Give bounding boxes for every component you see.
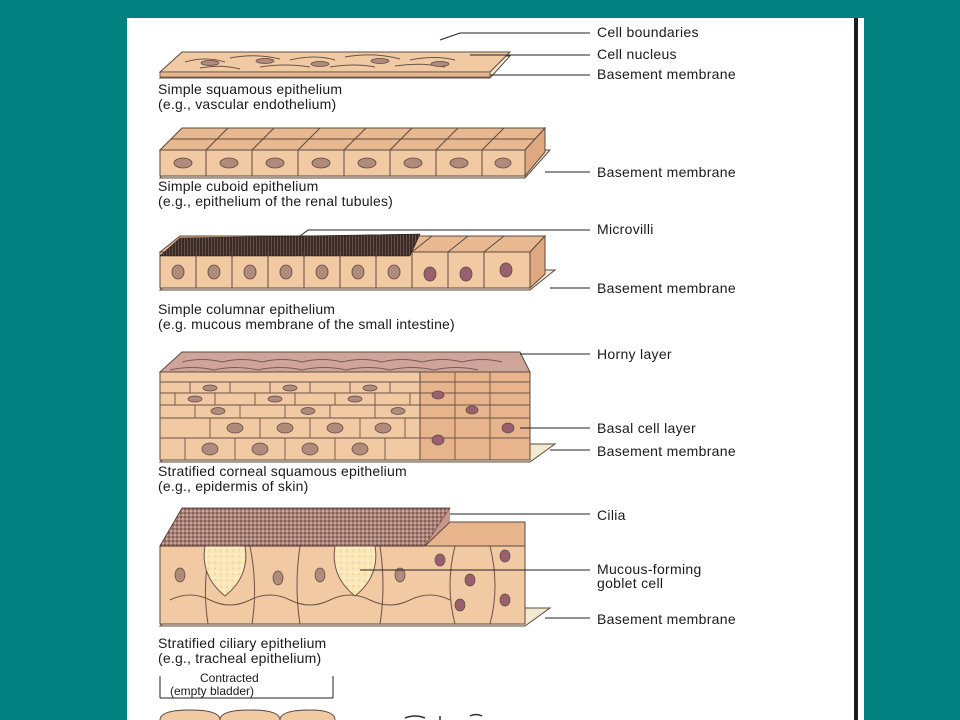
ciliary-illustration <box>158 507 552 627</box>
squamous-caption: Simple squamous epithelium (e.g., vascul… <box>158 82 342 112</box>
transitional-illustration <box>159 676 483 720</box>
stratified-caption: Stratified corneal squamous epithelium (… <box>158 464 407 494</box>
label-microvilli: Microvilli <box>597 221 654 237</box>
ciliary-title: Stratified ciliary epithelium <box>158 635 327 651</box>
squamous-illustration <box>158 51 512 79</box>
label-basement-membrane-1: Basement membrane <box>597 66 736 82</box>
ciliary-leader-lines <box>360 513 590 619</box>
label-goblet-cell: goblet cell <box>597 575 664 591</box>
cuboid-caption: Simple cuboid epithelium (e.g., epitheli… <box>158 179 393 209</box>
columnar-illustration <box>158 233 557 291</box>
stratified-illustration <box>158 351 557 463</box>
cuboid-example: (e.g., epithelium of the renal tubules) <box>158 193 394 209</box>
label-cell-boundaries: Cell boundaries <box>597 24 699 40</box>
columnar-title: Simple columnar epithelium <box>158 301 336 317</box>
label-basement-membrane-4: Basement membrane <box>597 443 736 459</box>
stratified-title: Stratified corneal squamous epithelium <box>158 463 407 479</box>
label-mucous-forming: Mucous-forming <box>597 561 702 577</box>
ciliary-example: (e.g., tracheal epithelium) <box>158 650 322 666</box>
label-cilia: Cilia <box>597 507 626 523</box>
transitional-contracted: Contracted <box>200 671 259 685</box>
columnar-caption: Simple columnar epithelium (e.g. mucous … <box>158 302 455 332</box>
label-cell-nucleus: Cell nucleus <box>597 46 677 62</box>
label-basement-membrane-5: Basement membrane <box>597 611 736 627</box>
columnar-example: (e.g. mucous membrane of the small intes… <box>158 316 455 332</box>
cuboid-illustration <box>158 126 552 179</box>
squamous-title: Simple squamous epithelium <box>158 81 343 97</box>
squamous-leader-lines <box>439 32 590 76</box>
label-basal-cell-layer: Basal cell layer <box>597 420 696 436</box>
ciliary-caption: Stratified ciliary epithelium (e.g., tra… <box>158 636 326 666</box>
cuboid-title: Simple cuboid epithelium <box>158 178 319 194</box>
right-border-line <box>854 18 858 720</box>
squamous-example: (e.g., vascular endothelium) <box>158 96 337 112</box>
transitional-empty-bladder: (empty bladder) <box>170 684 255 698</box>
label-basement-membrane-2: Basement membrane <box>597 164 736 180</box>
stratified-example: (e.g., epidermis of skin) <box>158 478 309 494</box>
columnar-leader-lines <box>299 229 590 289</box>
label-horny-layer: Horny layer <box>597 346 672 362</box>
label-basement-membrane-3: Basement membrane <box>597 280 736 296</box>
stratified-leader-lines <box>520 353 590 451</box>
